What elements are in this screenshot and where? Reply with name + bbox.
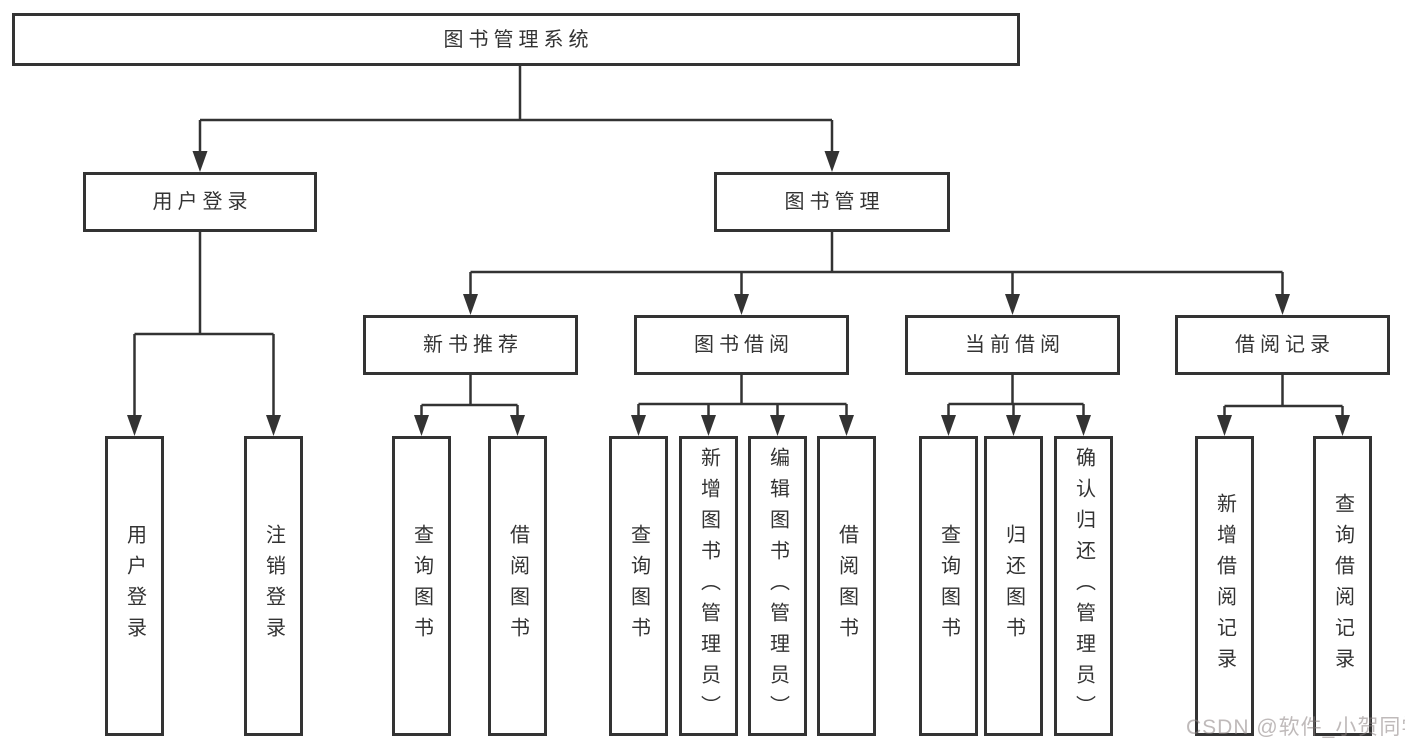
arrowhead-icon bbox=[510, 415, 525, 436]
leaf-current-query: 查询图书 bbox=[919, 436, 978, 736]
leaf-borrow-add-admin-label: 新增图书（管理员） bbox=[697, 446, 720, 726]
node-user-login-label: 用户登录 bbox=[152, 191, 253, 213]
connector-root-to-level2 bbox=[198, 66, 834, 153]
arrowhead-icon bbox=[1006, 415, 1021, 436]
connector-records-to-leaves bbox=[1223, 375, 1344, 417]
arrowhead-icon bbox=[631, 415, 646, 436]
leaf-borrow-edit-admin: 编辑图书（管理员） bbox=[748, 436, 807, 736]
node-new-book-recommend-label: 新书推荐 bbox=[423, 334, 523, 356]
arrowhead-icon bbox=[1005, 294, 1020, 315]
node-user-login: 用户登录 bbox=[83, 172, 317, 232]
leaf-record-query-label: 查询借阅记录 bbox=[1331, 493, 1354, 679]
arrowhead-icon bbox=[839, 415, 854, 436]
arrowhead-icon bbox=[734, 294, 749, 315]
arrowhead-icon bbox=[192, 151, 208, 172]
arrowhead-icon bbox=[266, 415, 281, 436]
node-root-system-label: 图书管理系统 bbox=[443, 28, 594, 51]
leaf-newbook-borrow-label: 借阅图书 bbox=[506, 524, 529, 648]
connector-currentborrow-to-leaves bbox=[947, 375, 1085, 417]
arrowhead-icon bbox=[941, 415, 956, 436]
node-borrow-records: 借阅记录 bbox=[1175, 315, 1390, 375]
leaf-borrow-book: 借阅图书 bbox=[817, 436, 876, 736]
node-current-borrow: 当前借阅 bbox=[905, 315, 1120, 375]
leaf-record-query: 查询借阅记录 bbox=[1313, 436, 1372, 736]
node-book-management: 图书管理 bbox=[714, 172, 950, 232]
node-book-borrow-label: 图书借阅 bbox=[694, 334, 794, 356]
leaf-borrow-add-admin: 新增图书（管理员） bbox=[679, 436, 738, 736]
leaf-borrow-query: 查询图书 bbox=[609, 436, 668, 736]
node-root-system: 图书管理系统 bbox=[12, 13, 1020, 66]
csdn-watermark: CSDN @软件_小贺同学 bbox=[1186, 716, 1405, 739]
leaf-logout-label: 注销登录 bbox=[262, 524, 285, 648]
connector-bookmgmt-to-level3 bbox=[469, 232, 1284, 296]
leaf-borrow-book-label: 借阅图书 bbox=[835, 524, 858, 648]
connector-lines bbox=[133, 66, 1344, 417]
arrowheads bbox=[127, 151, 1350, 436]
leaf-logout: 注销登录 bbox=[244, 436, 303, 736]
connector-userlogin-to-leaves bbox=[133, 232, 275, 417]
leaf-newbook-query-label: 查询图书 bbox=[410, 524, 433, 648]
arrowhead-icon bbox=[1076, 415, 1091, 436]
leaf-user-login-label: 用户登录 bbox=[123, 524, 146, 648]
arrowhead-icon bbox=[824, 151, 840, 172]
node-book-management-label: 图书管理 bbox=[784, 191, 885, 213]
leaf-user-login: 用户登录 bbox=[105, 436, 164, 736]
leaf-current-return-label: 归还图书 bbox=[1002, 524, 1025, 648]
arrowhead-icon bbox=[127, 415, 142, 436]
leaf-record-add-label: 新增借阅记录 bbox=[1213, 493, 1236, 679]
arrowhead-icon bbox=[1275, 294, 1290, 315]
node-borrow-records-label: 借阅记录 bbox=[1235, 334, 1335, 356]
leaf-borrow-query-label: 查询图书 bbox=[627, 524, 650, 648]
leaf-current-return: 归还图书 bbox=[984, 436, 1043, 736]
arrowhead-icon bbox=[1217, 415, 1232, 436]
node-book-borrow: 图书借阅 bbox=[634, 315, 849, 375]
leaf-current-query-label: 查询图书 bbox=[937, 524, 960, 648]
connector-bookborrow-to-leaves bbox=[637, 375, 848, 417]
node-current-borrow-label: 当前借阅 bbox=[965, 334, 1065, 356]
arrowhead-icon bbox=[770, 415, 785, 436]
connector-newbook-to-leaves bbox=[420, 375, 519, 417]
node-new-book-recommend: 新书推荐 bbox=[363, 315, 578, 375]
leaf-current-confirm-admin: 确认归还（管理员） bbox=[1054, 436, 1113, 736]
leaf-newbook-query: 查询图书 bbox=[392, 436, 451, 736]
arrowhead-icon bbox=[701, 415, 716, 436]
leaf-record-add: 新增借阅记录 bbox=[1195, 436, 1254, 736]
leaf-borrow-edit-admin-label: 编辑图书（管理员） bbox=[766, 446, 789, 726]
arrowhead-icon bbox=[463, 294, 478, 315]
arrowhead-icon bbox=[1335, 415, 1350, 436]
leaf-current-confirm-admin-label: 确认归还（管理员） bbox=[1072, 446, 1095, 726]
leaf-newbook-borrow: 借阅图书 bbox=[488, 436, 547, 736]
arrowhead-icon bbox=[414, 415, 429, 436]
